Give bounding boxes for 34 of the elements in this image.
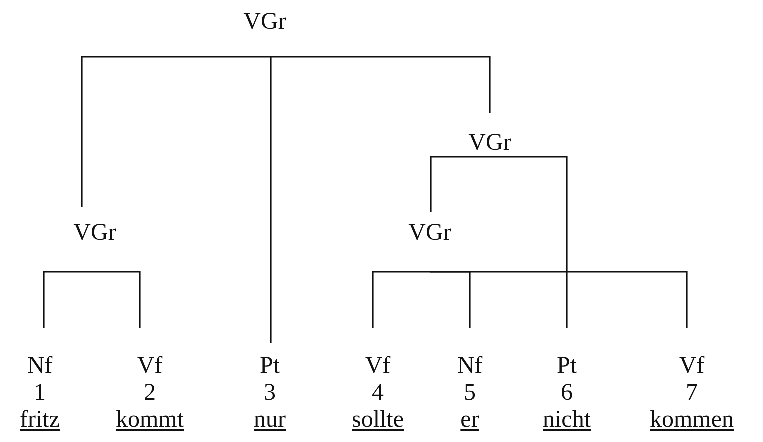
category-label: Nf <box>27 353 53 380</box>
word: nur <box>254 407 286 434</box>
tree-branch <box>43 271 92 328</box>
word-number: 6 <box>561 380 573 407</box>
word: sollte <box>352 407 404 434</box>
word-number: 1 <box>34 380 46 407</box>
word: er <box>460 407 480 434</box>
tree-branch <box>92 271 141 328</box>
category-label: Vf <box>679 353 705 380</box>
phrase-label: VGr <box>468 130 512 157</box>
word-number: 4 <box>372 380 384 407</box>
tree-branch <box>270 56 272 343</box>
tree-branch <box>430 271 688 328</box>
category-label: Vf <box>365 353 391 380</box>
tree-branch <box>81 56 271 207</box>
category-label: Pt <box>556 353 577 380</box>
tree-branch <box>271 56 491 113</box>
word-number: 3 <box>264 380 276 407</box>
phrase-label: VGr <box>408 220 452 247</box>
word-number: 5 <box>464 380 476 407</box>
word-number: 7 <box>686 380 698 407</box>
word: fritz <box>20 407 60 434</box>
category-label: Pt <box>260 353 280 380</box>
tree-branch <box>490 156 568 328</box>
phrase-label: VGr <box>74 220 116 247</box>
category-label: Vf <box>137 353 163 380</box>
word: kommt <box>116 407 184 434</box>
word: nicht <box>543 407 591 434</box>
tree-branch <box>372 271 430 328</box>
phrase-label: VGr <box>244 9 286 36</box>
category-label: Nf <box>457 353 483 380</box>
word: kommen <box>650 407 734 434</box>
tree-branch <box>430 156 490 212</box>
word-number: 2 <box>144 380 156 407</box>
